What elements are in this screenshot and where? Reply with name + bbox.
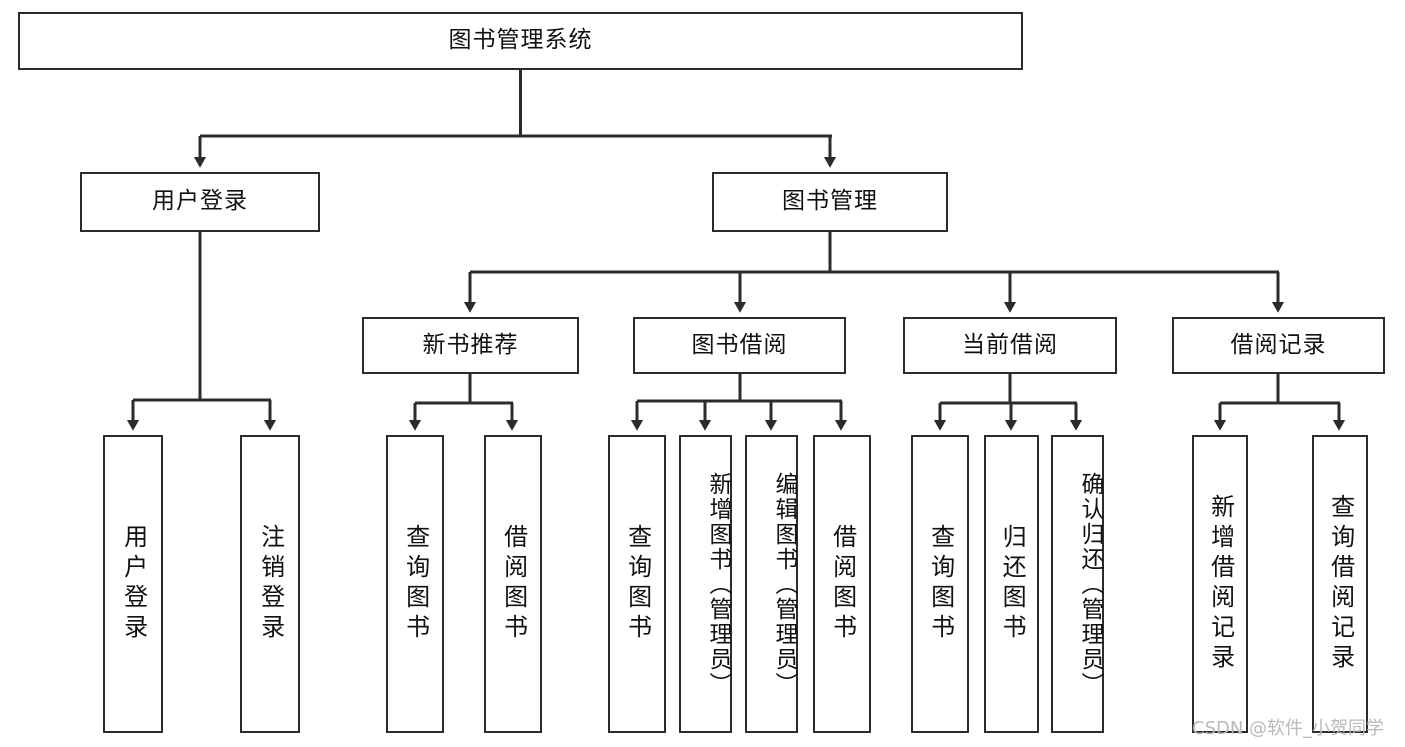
node-leaf-add-book-admin-label: 新增图书（管理员） [705,471,731,697]
node-leaf-borrow-book-2-label: 借阅图书 [828,524,857,644]
node-leaf-query-book-1[interactable]: 查询图书 [386,435,444,733]
node-leaf-logout-login-label: 注销登录 [256,524,285,644]
node-current-borrow-label: 当前借阅 [962,331,1058,358]
node-leaf-query-borrow-record[interactable]: 查询借阅记录 [1312,435,1368,733]
node-leaf-return-book[interactable]: 归还图书 [984,435,1039,733]
node-leaf-query-book-2-label: 查询图书 [623,524,652,644]
node-leaf-user-login[interactable]: 用户登录 [103,435,163,733]
node-leaf-borrow-book-1-label: 借阅图书 [499,524,528,644]
node-user-login[interactable]: 用户登录 [80,172,320,232]
node-book-borrow-label: 图书借阅 [691,331,788,358]
node-root-label: 图书管理系统 [448,27,593,54]
node-leaf-confirm-return-admin-label: 确认归还（管理员） [1077,471,1103,697]
node-leaf-edit-book-admin[interactable]: 编辑图书（管理员） [745,435,798,733]
node-new-book-recommend-label: 新书推荐 [422,331,519,358]
node-leaf-add-borrow-record-label: 新增借阅记录 [1206,494,1235,674]
node-leaf-query-book-2[interactable]: 查询图书 [608,435,666,733]
node-leaf-add-borrow-record[interactable]: 新增借阅记录 [1192,435,1248,733]
node-leaf-logout-login[interactable]: 注销登录 [240,435,300,733]
node-leaf-query-book-3-label: 查询图书 [926,524,955,644]
node-book-manage[interactable]: 图书管理 [712,172,948,232]
node-leaf-query-book-1-label: 查询图书 [401,524,430,644]
node-leaf-add-book-admin[interactable]: 新增图书（管理员） [679,435,732,733]
node-leaf-confirm-return-admin[interactable]: 确认归还（管理员） [1051,435,1104,733]
node-leaf-edit-book-admin-label: 编辑图书（管理员） [771,471,797,697]
node-leaf-borrow-book-2[interactable]: 借阅图书 [813,435,871,733]
node-current-borrow[interactable]: 当前借阅 [903,317,1117,374]
node-leaf-query-borrow-record-label: 查询借阅记录 [1326,494,1355,674]
node-leaf-borrow-book-1[interactable]: 借阅图书 [484,435,542,733]
node-leaf-return-book-label: 归还图书 [998,524,1027,644]
node-borrow-record[interactable]: 借阅记录 [1172,317,1385,374]
node-root[interactable]: 图书管理系统 [18,12,1023,70]
node-leaf-user-login-label: 用户登录 [119,524,148,644]
node-new-book-recommend[interactable]: 新书推荐 [362,317,579,374]
node-book-manage-label: 图书管理 [782,188,878,215]
csdn-watermark: CSDN @软件_小贺同学 [1192,718,1385,739]
node-borrow-record-label: 借阅记录 [1230,331,1327,358]
node-user-login-label: 用户登录 [152,188,248,215]
node-book-borrow[interactable]: 图书借阅 [633,317,846,374]
node-leaf-query-book-3[interactable]: 查询图书 [911,435,969,733]
